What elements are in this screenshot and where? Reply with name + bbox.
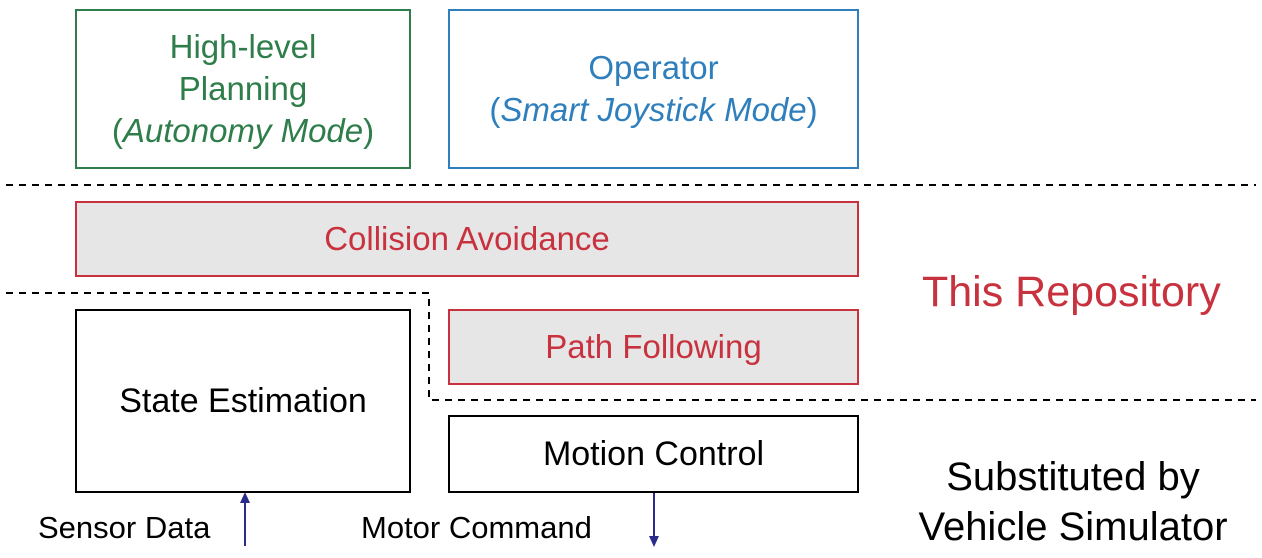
repository-boundary-dashed-line: [6, 292, 1256, 401]
motor-command-label: Motor Command: [361, 510, 592, 545]
paren-open: (: [111, 112, 123, 149]
state-estimation-box: State Estimation: [75, 309, 411, 493]
state-estimation-label: State Estimation: [119, 381, 367, 420]
collision-avoidance-label: Collision Avoidance: [324, 220, 610, 257]
substituted-by-simulator-label: Substituted by Vehicle Simulator: [900, 452, 1246, 552]
substituted-line1: Substituted by: [946, 455, 1200, 499]
paren-close: ): [806, 91, 818, 128]
operator-box: Operator (Smart Joystick Mode): [448, 9, 859, 169]
motion-control-box: Motion Control: [448, 415, 859, 493]
sensor-data-arrow: [240, 492, 250, 546]
smart-joystick-mode-label: Smart Joystick Mode: [500, 91, 807, 128]
planning-title-line2: Planning: [178, 70, 308, 107]
planning-title-line1: High-level: [169, 28, 317, 65]
path-following-label: Path Following: [545, 328, 762, 365]
this-repository-label: This Repository: [922, 268, 1221, 316]
operator-mode-line: (Smart Joystick Mode): [489, 89, 817, 131]
operator-title: Operator: [588, 49, 719, 86]
autonomy-mode-label: Autonomy Mode: [122, 112, 364, 149]
paren-open: (: [489, 91, 501, 128]
motor-command-arrow: [649, 493, 659, 547]
path-following-box: Path Following: [448, 309, 859, 385]
paren-close: ): [363, 112, 375, 149]
collision-avoidance-box: Collision Avoidance: [75, 201, 859, 277]
motion-control-label: Motion Control: [542, 434, 765, 473]
high-level-planning-box: High-level Planning (Autonomy Mode): [75, 9, 411, 169]
sensor-data-label: Sensor Data: [38, 510, 211, 545]
planning-mode-line: (Autonomy Mode): [112, 110, 374, 152]
substituted-line2: Vehicle Simulator: [918, 505, 1228, 549]
